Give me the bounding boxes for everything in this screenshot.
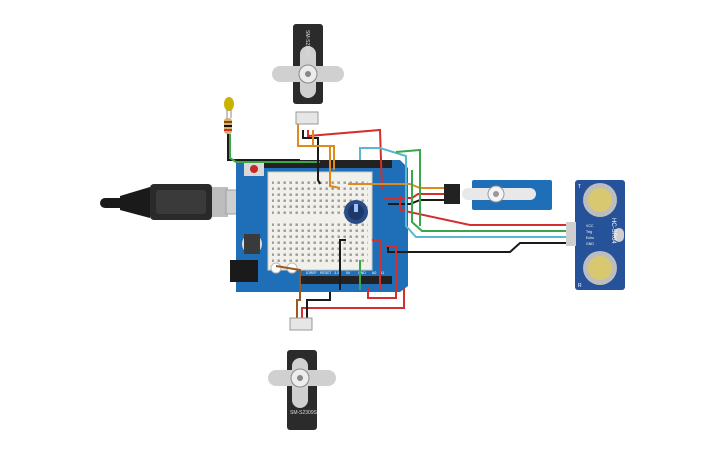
svg-text:GND: GND (358, 271, 366, 275)
wires (227, 124, 574, 318)
micro-servo (444, 180, 552, 210)
sensor-pin-gnd: GND (586, 242, 594, 246)
svg-text:A1: A1 (380, 271, 384, 275)
sensor-mark-r: R (578, 283, 582, 289)
ultrasonic-sensor: HC-SR04 T R VCC Trig Echo GND (566, 180, 625, 290)
svg-text:RESET: RESET (320, 271, 333, 275)
sensor-pin-trig: Trig (586, 230, 592, 234)
sensor-pin-echo: Echo (586, 236, 594, 240)
servo-bottom-connector (289, 317, 313, 331)
sensor-model-label: HC-SR04 (610, 218, 616, 244)
svg-text:3.3V: 3.3V (334, 271, 342, 275)
sensor-mark-t: T (578, 184, 581, 190)
servo-top: SM-S2309S (272, 24, 344, 104)
svg-text:A0: A0 (372, 271, 376, 275)
resistor (224, 118, 232, 134)
svg-text:5V: 5V (346, 271, 351, 275)
servo-bottom: SM-S2309S (268, 350, 336, 430)
servo-top-connector (295, 111, 319, 125)
servo-top-label: SM-S2309S (304, 30, 310, 58)
potentiometer (344, 200, 368, 224)
sensor-pin-vcc: VCC (586, 224, 594, 228)
svg-text:IOREF: IOREF (306, 271, 317, 275)
breadboard (267, 171, 373, 274)
servo-bottom-label: SM-S2309S (290, 410, 318, 416)
